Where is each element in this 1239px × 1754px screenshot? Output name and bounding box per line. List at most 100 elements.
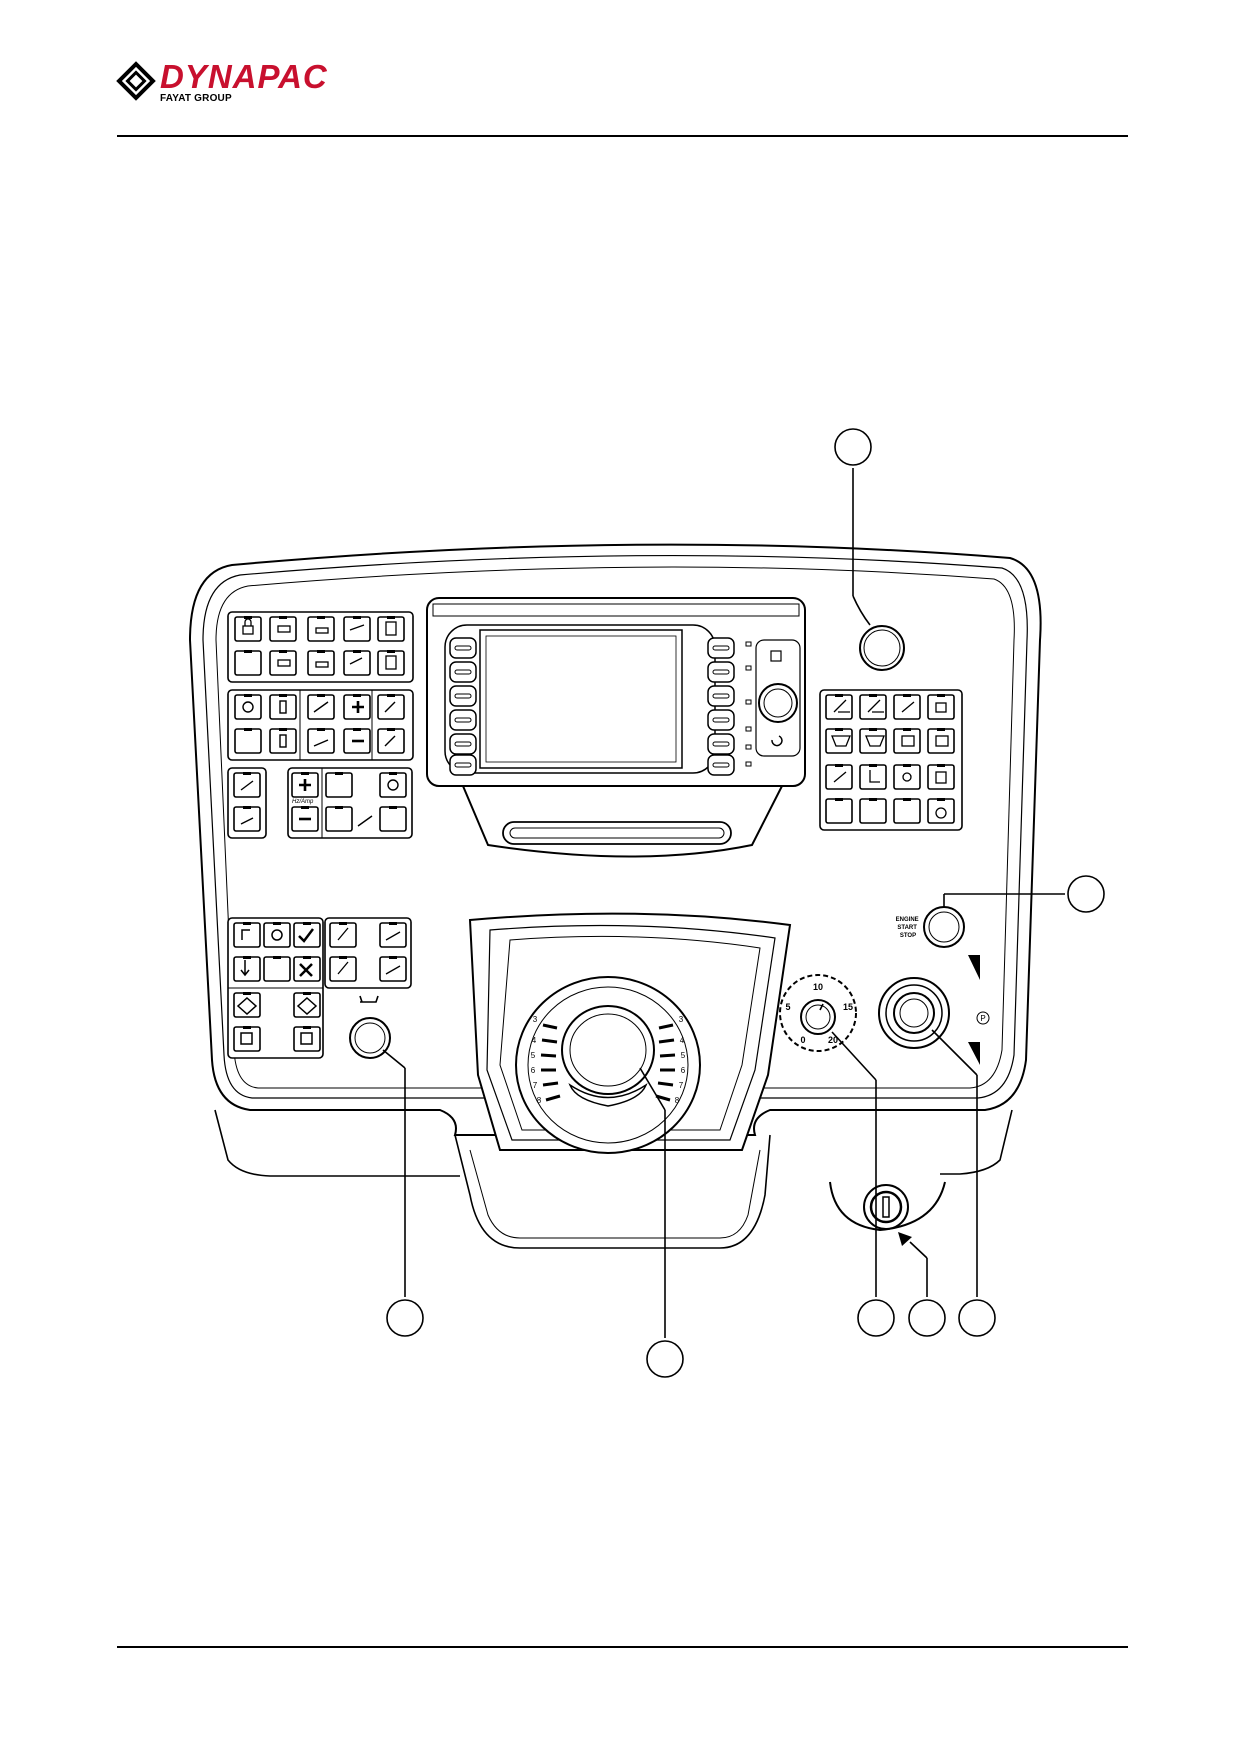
speed-label-5: 5 [785,1002,790,1012]
beacon-switch[interactable] [927,693,955,720]
vibration-label: Hz/Amp [292,799,314,805]
brand-name: DYNAPAC [160,58,328,95]
speed-label-15: 15 [843,1002,853,1012]
engine-start-stop: ENGINE START STOP [896,906,965,948]
speed-up-switch[interactable] [233,921,261,948]
drum-offset-right-switch[interactable] [379,921,407,948]
dynapac-diamond-icon [116,61,156,101]
road-transport-switch[interactable] [263,955,291,982]
blank-switch-2[interactable] [234,727,262,754]
blank-switch-5[interactable] [893,797,921,824]
blank-switch-4[interactable] [859,797,887,824]
dynapac-logo: DYNAPAC FAYAT GROUP [115,58,415,108]
horn [349,995,391,1059]
vibration-rear-switch[interactable] [233,805,261,832]
lever-scale-right-4: 4 [680,1036,685,1045]
svg-text:ENGINE START STOP: ENGINE START STOP [896,917,921,939]
vibration-front-switch[interactable] [233,771,261,798]
right-switch-group [819,689,963,831]
washer-rear-switch[interactable] [927,727,955,754]
footer-rule [117,1646,1128,1648]
panel-housing [188,543,1042,1249]
speed-range-low-switch[interactable] [307,727,335,754]
emergency-button[interactable] [859,625,905,671]
speed-label-10: 10 [813,982,823,992]
front-drum-lower-switch[interactable] [269,649,297,676]
left-switch-group-lower [227,917,412,1059]
confirm-switch[interactable] [293,921,321,948]
lock-switch[interactable] [234,615,262,642]
edge-right-lower-switch[interactable] [293,1025,321,1052]
drum-offset-right-lower-switch[interactable] [379,955,407,982]
blank-switch-3[interactable] [825,797,853,824]
water-spray-rear-switch[interactable] [269,727,297,754]
lever-scale-right-8: 8 [675,1096,680,1105]
callout-circle-7 [958,1299,996,1337]
vibration-mode-switch-2[interactable] [325,805,353,832]
vibration-auto-switch-3[interactable] [263,921,291,948]
speed-down-switch[interactable] [233,955,261,982]
callout-circle-4 [646,1340,684,1378]
horn-icon [359,995,379,1003]
callout-circle-1 [834,428,872,466]
parking-brake: P [878,955,990,1065]
front-drum-raise-switch[interactable] [269,615,297,642]
parking-symbol: P [980,1014,985,1023]
display-unit [426,597,806,858]
seat-heater-switch[interactable] [859,763,887,790]
lever-handle[interactable] [561,1005,655,1095]
vibration-auto-switch-2[interactable] [379,771,407,798]
left-switch-group-top [227,611,414,683]
left-switch-group-middle [227,689,414,761]
cutter-switch[interactable] [343,615,371,642]
engine-label-line-1: ENGINE [896,917,919,923]
ignition [829,1181,946,1246]
vibration-auto-switch[interactable] [234,693,262,720]
lamp-switch-2[interactable] [377,649,405,676]
display-handle [502,821,732,845]
steering-switch[interactable] [927,797,955,824]
edge-cutter-switch[interactable] [343,649,371,676]
speed-limiter: 0 5 10 15 20 [779,974,857,1052]
camera-switch[interactable] [825,763,853,790]
back-icon[interactable] [771,735,783,747]
left-switch-group-vibration: Hz/Amp [227,767,413,839]
navigation-knob[interactable] [758,683,798,723]
lever-scale-left-7: 7 [533,1081,538,1090]
lamp-switch-1[interactable] [377,615,405,642]
vibration-mode-switch-1[interactable] [325,771,353,798]
engine-label-line-3: STOP [900,933,916,939]
callout-circle-5 [857,1299,895,1337]
lever-scale-left-5: 5 [531,1051,536,1060]
lever-scale-right-5: 5 [681,1051,686,1060]
display-screen[interactable] [479,629,683,769]
header-rule [117,135,1128,137]
brand-group: FAYAT GROUP [160,93,232,104]
speed-label-0: 0 [800,1035,805,1045]
vibration-mode-switch-3[interactable] [379,805,407,832]
lever-scale-left-4: 4 [532,1036,537,1045]
water-spray-front-switch[interactable] [269,693,297,720]
blank-switch-1[interactable] [234,649,262,676]
cab-ventilation-switch[interactable] [927,763,955,790]
callout-circle-2 [1067,875,1105,913]
engine-label-line-2: START [897,925,917,931]
edge-left-lower-switch[interactable] [233,1025,261,1052]
lever-scale-right-3: 3 [679,1015,684,1024]
lever-scale-left-6: 6 [531,1066,536,1075]
washer-front-switch[interactable] [893,727,921,754]
lever-scale-right-7: 7 [679,1081,684,1090]
forward-reverse-lever: 3 4 5 6 7 8 3 4 5 6 7 8 [515,976,701,1154]
lever-scale-right-6: 6 [681,1066,686,1075]
interior-light-switch[interactable] [893,763,921,790]
drum-lights-switch[interactable] [893,693,921,720]
callout-circle-3 [386,1299,424,1337]
engine-start-stop-button[interactable] [923,906,965,948]
horn-button[interactable] [349,1017,391,1059]
speed-dial-ring [779,974,857,1052]
callout-circle-6 [908,1299,946,1337]
callouts [382,428,1105,1378]
home-icon[interactable] [770,650,782,662]
lever-scale-left-8: 8 [537,1096,542,1105]
